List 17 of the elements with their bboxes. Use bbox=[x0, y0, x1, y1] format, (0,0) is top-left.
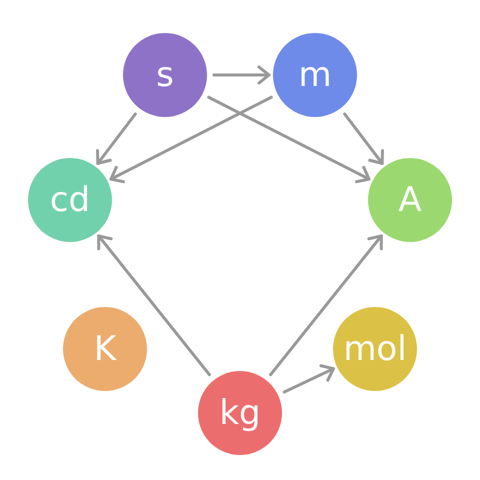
arrow bbox=[97, 234, 211, 376]
unit-symbol: kg bbox=[219, 396, 261, 430]
unit-symbol: s bbox=[156, 58, 174, 92]
unit-symbol: mol bbox=[343, 332, 407, 366]
arrow bbox=[96, 112, 137, 165]
arrow bbox=[343, 112, 384, 165]
unit-circle bbox=[28, 158, 112, 242]
arrow bbox=[207, 96, 371, 184]
unit-symbol: K bbox=[94, 332, 116, 366]
unit-circle bbox=[368, 158, 452, 242]
arrow bbox=[269, 234, 383, 376]
unit-symbol: m bbox=[298, 58, 332, 92]
arrow bbox=[109, 96, 273, 184]
unit-symbol: cd bbox=[50, 183, 90, 217]
arrow bbox=[282, 364, 335, 394]
arrow bbox=[212, 66, 270, 84]
unit-symbol: A bbox=[398, 183, 422, 217]
